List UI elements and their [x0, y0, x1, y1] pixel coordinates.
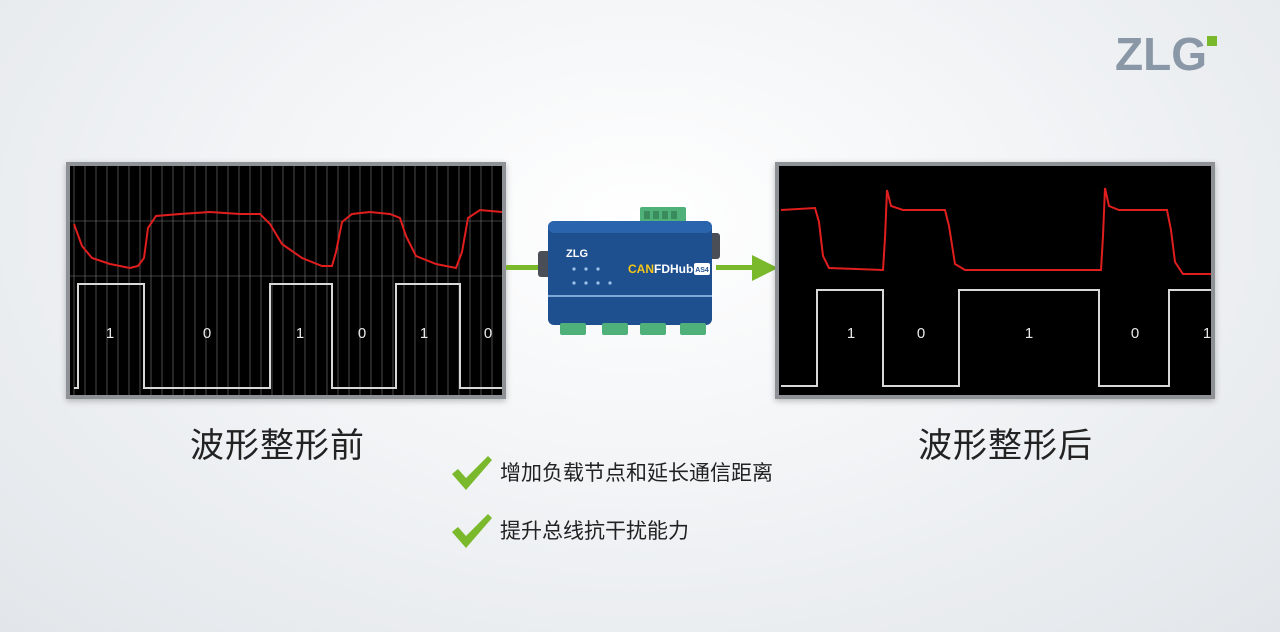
bit-label: 1	[847, 325, 855, 342]
bit-label: 0	[484, 325, 492, 342]
arrow-right-icon	[752, 255, 778, 281]
zlg-logo: ZLG	[1115, 30, 1217, 76]
logo-text: ZLG	[1115, 30, 1207, 76]
model-name: FDHub-	[654, 262, 697, 276]
model-prefix: CAN	[628, 262, 654, 276]
model-suffix: AS4	[695, 267, 709, 274]
status-leds	[572, 267, 612, 285]
scope-before-display: 1 0 1 0 1 0	[70, 166, 502, 395]
bit-label: 1	[296, 325, 304, 342]
canfdhub-device-image: ZLG CANFDHub- AS4	[538, 207, 720, 335]
bit-label: 1	[106, 325, 114, 342]
feature-item: 提升总线抗干扰能力	[448, 510, 689, 550]
caption-after-shaping: 波形整形后	[918, 426, 1093, 466]
check-icon	[452, 514, 492, 548]
device-brand: ZLG	[566, 248, 588, 260]
caption-before-shaping: 波形整形前	[190, 426, 365, 466]
scope-before-shaping: 1 0 1 0 1 0	[66, 162, 506, 399]
bit-label: 0	[203, 325, 211, 342]
scope-after-display: 1 0 1 0 1	[780, 187, 1211, 387]
analog-waveform-before	[73, 208, 502, 270]
bit-label: 1	[1025, 325, 1033, 342]
terminal-blocks-bottom	[560, 323, 706, 335]
logic-waveform-before	[74, 283, 502, 389]
feature-item: 增加负载节点和延长通信距离	[448, 452, 773, 492]
bit-label: 1	[1203, 325, 1211, 342]
logo-accent-square	[1207, 36, 1217, 46]
scope-after-shaping: 1 0 1 0 1	[775, 162, 1215, 399]
connector-line-left	[506, 265, 542, 270]
bit-label: 0	[358, 325, 366, 342]
feature-text: 增加负载节点和延长通信距离	[500, 461, 773, 485]
analog-waveform-after	[780, 187, 1211, 275]
device-model: CANFDHub-	[628, 262, 697, 276]
logic-waveform-after	[781, 289, 1211, 387]
bit-label: 1	[420, 325, 428, 342]
bit-label: 0	[1131, 325, 1139, 342]
device-body	[548, 221, 712, 325]
connector-line-right	[716, 265, 756, 270]
feature-text: 提升总线抗干扰能力	[500, 519, 689, 543]
check-icon	[452, 456, 492, 490]
bit-label: 0	[917, 325, 925, 342]
scope-grid	[70, 166, 502, 395]
